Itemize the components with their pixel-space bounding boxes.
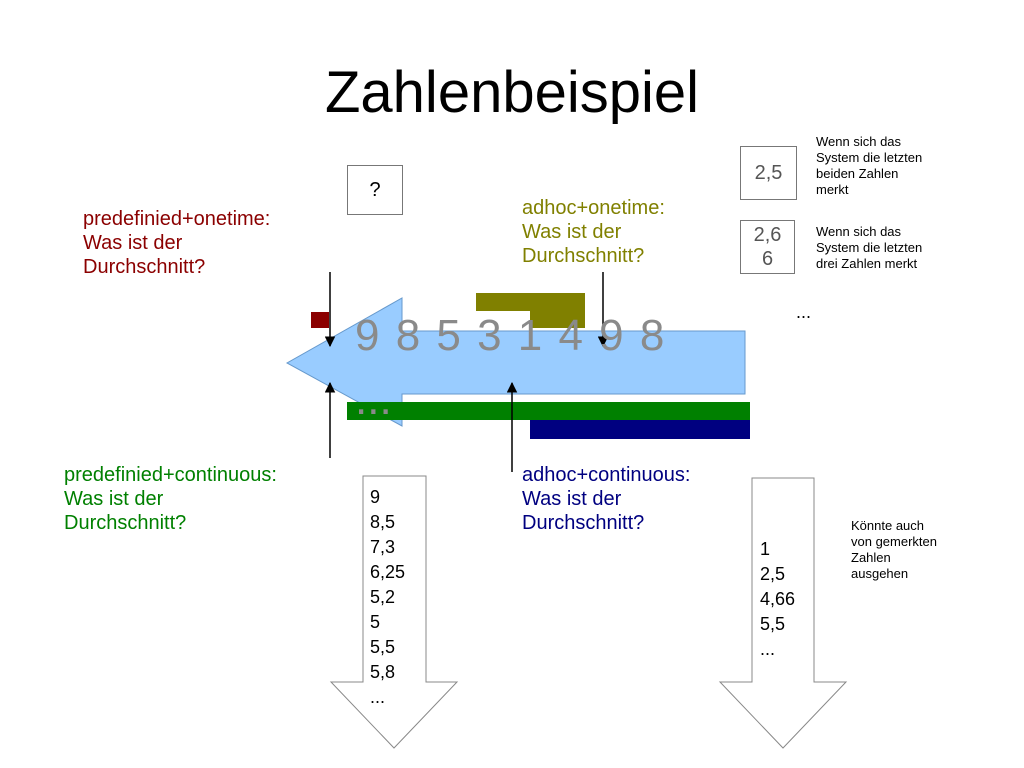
note-last-two: Wenn sich das System die letzten beiden …	[816, 134, 923, 197]
slide-title: Zahlenbeispiel	[324, 60, 700, 125]
adhoc-continuous-values: 1 2,5 4,66 5,5 ...	[760, 539, 796, 659]
result-box-last-three: 2,6 6	[740, 220, 795, 274]
note-last-three: Wenn sich das System die letzten drei Za…	[816, 224, 923, 271]
result-box-last-two: 2,5	[740, 146, 797, 200]
stream-arrow	[285, 297, 746, 427]
adhoc-onetime-bar-1	[476, 293, 585, 311]
ellipsis-right: ...	[796, 302, 812, 322]
adhoc-continuous-down-arrow	[718, 477, 848, 749]
predefined-continuous-label: predefinied+continuous: Was ist der Durc…	[64, 464, 277, 534]
adhoc-onetime-bar-2	[530, 311, 585, 328]
predefined-onetime-label: predefinied+onetime: Was ist der Durchsc…	[83, 208, 271, 278]
adhoc-continuous-label: adhoc+continuous: Was ist der Durchschni…	[522, 464, 691, 534]
question-box: ?	[347, 165, 403, 215]
stream-continuation: ...	[355, 375, 392, 424]
predefined-continuous-down-arrow	[329, 475, 459, 749]
note-remembered: Könnte auch von gemerkten Zahlen ausgehe…	[851, 518, 937, 581]
predefined-continuous-values: 9 8,5 7,3 6,25 5,2 5 5,5 5,8 ...	[370, 487, 406, 707]
adhoc-onetime-label: adhoc+onetime: Was ist der Durchschnitt?	[522, 197, 665, 267]
predefined-continuous-bar	[347, 402, 750, 420]
number-stream: 9 8 5 3 1 4 9 8	[355, 311, 667, 360]
predefined-onetime-bar	[311, 312, 329, 328]
adhoc-continuous-bar	[530, 420, 750, 439]
